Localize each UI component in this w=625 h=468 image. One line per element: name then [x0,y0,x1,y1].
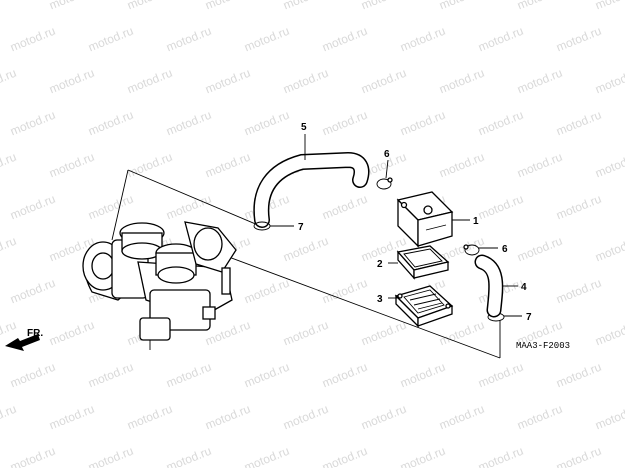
clamp-6-upper [376,177,393,190]
direction-label: FR. [27,328,43,339]
callout-2: 2 [377,259,383,270]
hose-4 [474,254,504,318]
callout-7-lower: 7 [526,312,532,323]
frame-lines [111,169,501,359]
carburetor-assembly [82,221,237,350]
callout-4: 4 [521,282,527,293]
hose-5 [253,151,370,228]
clamp-6-lower [463,244,480,256]
callout-3: 3 [377,294,383,305]
front-direction-arrow: FR. [5,328,43,351]
filter-element [396,245,450,280]
callout-5: 5 [301,122,307,133]
diagram-code: MAA3-F2003 [516,341,570,351]
callout-1: 1 [473,216,479,227]
callout-6-upper: 6 [384,149,390,160]
air-suction-valve [396,191,454,248]
callout-7-upper: 7 [298,222,304,233]
callout-leaders [270,134,522,317]
callout-6-lower: 6 [502,244,508,255]
valve-cover [394,285,454,328]
